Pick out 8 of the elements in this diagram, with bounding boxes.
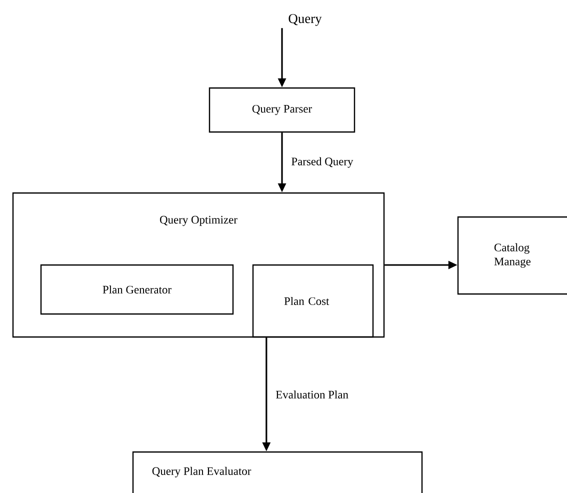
- process-box: Catalog Manage: [457, 216, 567, 295]
- edge-label: Parsed Query: [292, 157, 354, 168]
- input-label: Query: [288, 14, 322, 26]
- process-box: Plan Cost: [252, 264, 374, 338]
- edge-label: Evaluation Plan: [276, 390, 348, 399]
- process-box: Query Parser: [208, 87, 356, 133]
- process-box: Query Plan Evaluator: [132, 451, 423, 493]
- process-box: Plan Generator: [40, 264, 234, 315]
